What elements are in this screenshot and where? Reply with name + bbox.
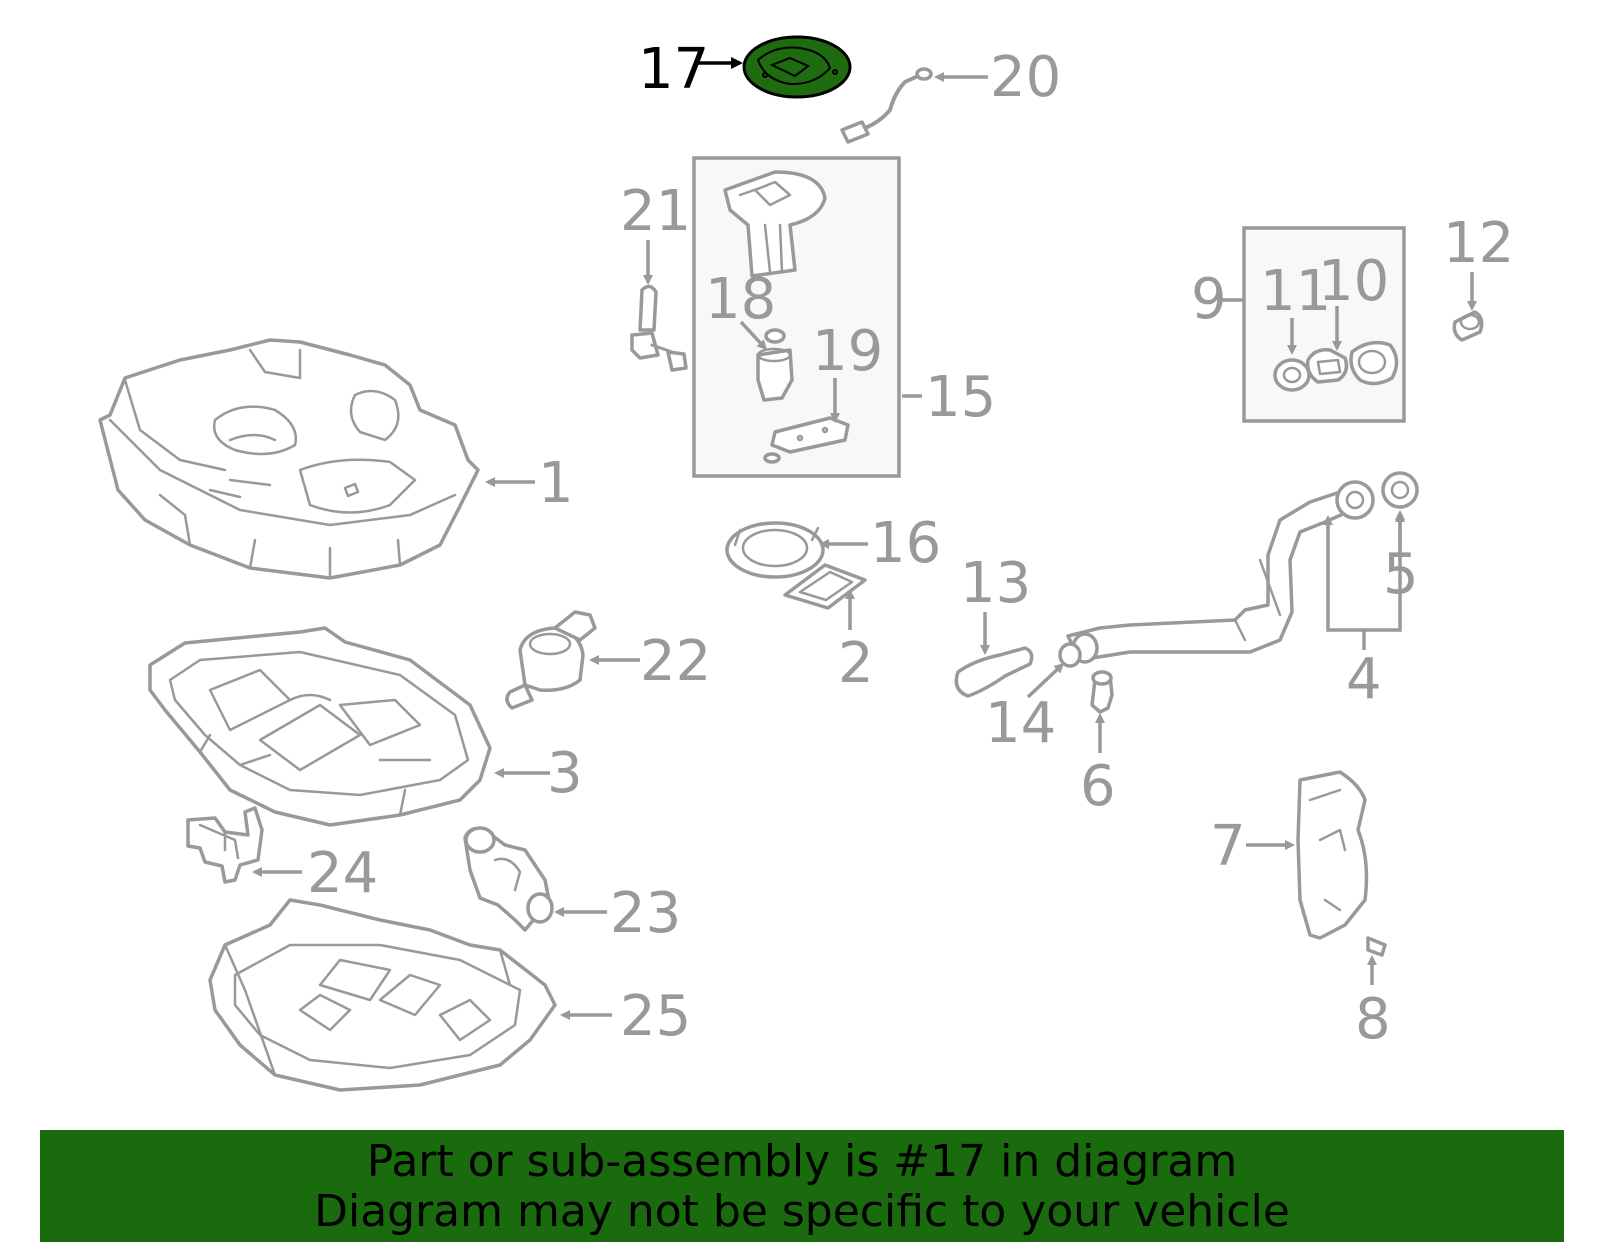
callout-3[interactable]: 3 [547,741,583,806]
callout-10[interactable]: 10 [1318,249,1389,314]
callout-25[interactable]: 25 [620,984,691,1049]
part-11-cap-gasket[interactable] [1273,358,1311,392]
callout-11[interactable]: 11 [1260,259,1331,324]
banner-line-2: Diagram may not be specific to your vehi… [314,1186,1290,1237]
callout-numbers: 1 2 3 4 5 6 7 8 9 10 11 12 13 14 15 16 1… [307,37,1514,1052]
callout-7[interactable]: 7 [1210,814,1246,879]
callout-21[interactable]: 21 [620,179,691,244]
part-21-sender-gauge[interactable] [630,284,688,372]
part-1-fuel-tank[interactable] [98,338,480,580]
callout-18[interactable]: 18 [705,267,776,332]
part-2-gasket[interactable] [783,563,867,610]
part-23-valve[interactable] [463,826,554,932]
part-7-protector[interactable] [1296,770,1369,940]
fuel-lid[interactable] [1349,340,1399,386]
callout-1[interactable]: 1 [538,451,574,516]
notice-banner: Part or sub-assembly is #17 in diagram D… [40,1130,1564,1242]
callout-9[interactable]: 9 [1191,267,1227,332]
part-20-sender-wire[interactable] [840,67,933,144]
callout-13[interactable]: 13 [960,551,1031,616]
callout-19[interactable]: 19 [812,319,883,384]
part-9-fuel-lid-box[interactable] [1220,226,1406,423]
part-8-clip[interactable] [1366,936,1387,957]
callout-6[interactable]: 6 [1080,754,1116,819]
callout-14[interactable]: 14 [985,691,1056,756]
part-6-check-valve[interactable] [1090,670,1114,714]
callout-8[interactable]: 8 [1355,987,1391,1052]
part-24-bracket[interactable] [186,806,264,884]
callout-5[interactable]: 5 [1383,542,1419,607]
part-13-hose[interactable] [954,646,1034,698]
leader-lines [252,57,1477,1020]
part-18-fuel-pump[interactable] [756,328,794,402]
callout-2[interactable]: 2 [838,631,874,696]
callout-15[interactable]: 15 [925,365,996,430]
callout-23[interactable]: 23 [610,881,681,946]
banner-line-1: Part or sub-assembly is #17 in diagram [366,1136,1238,1187]
part-16-retainer[interactable] [725,521,825,579]
part-25-under-cover[interactable] [208,898,557,1092]
part-5-gasket[interactable] [1381,471,1419,509]
callout-22[interactable]: 22 [640,629,711,694]
pump-module-assembly[interactable] [723,170,827,278]
part-3-tank-protector[interactable] [148,626,492,827]
part-22-canister[interactable] [505,610,597,710]
callout-16[interactable]: 16 [870,511,941,576]
callout-20[interactable]: 20 [990,45,1061,110]
part-17-highlighted[interactable] [742,35,852,99]
callout-4[interactable]: 4 [1346,647,1382,712]
part-14-clamp[interactable] [1058,642,1082,668]
callout-17[interactable]: 17 [638,37,709,102]
part-10-fuel-cap[interactable] [1305,347,1349,384]
callout-12[interactable]: 12 [1443,211,1514,276]
part-12-plug[interactable] [1452,310,1484,342]
callout-24[interactable]: 24 [307,841,378,906]
